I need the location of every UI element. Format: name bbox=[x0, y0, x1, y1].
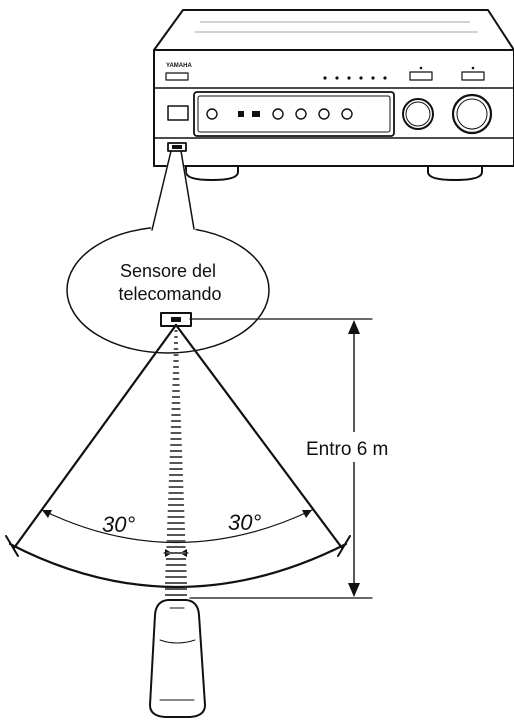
angle-label-left: 30° bbox=[102, 512, 135, 537]
ir-beam-dash bbox=[170, 438, 182, 440]
ir-beam-dash bbox=[171, 408, 181, 410]
ir-beam-dash bbox=[165, 582, 187, 584]
ir-beam-dash bbox=[166, 540, 186, 542]
ir-beam-dash bbox=[165, 558, 187, 560]
sensor-label-line2: telecomando bbox=[118, 284, 221, 304]
ir-beam-dash bbox=[170, 450, 182, 452]
ir-beam-dash bbox=[172, 396, 180, 398]
ir-beam-dash bbox=[174, 342, 178, 344]
ir-beam-dash bbox=[174, 330, 178, 332]
ir-beam-dash bbox=[169, 468, 183, 470]
ir-beam-dash bbox=[167, 522, 185, 524]
ir-beam-dash bbox=[165, 576, 187, 578]
distance-label: Entro 6 m bbox=[306, 439, 388, 460]
ir-beam-dash bbox=[172, 390, 180, 392]
ir-beam-dash bbox=[171, 402, 181, 404]
sensor-label-line1: Sensore del bbox=[120, 261, 216, 281]
input-button bbox=[167, 105, 189, 121]
receiver-foot-left bbox=[185, 165, 239, 181]
ir-beam-dash bbox=[173, 366, 179, 368]
ir-beam-dash bbox=[168, 486, 184, 488]
ir-beam-dash bbox=[169, 456, 183, 458]
ir-beam bbox=[165, 330, 187, 596]
power-button bbox=[165, 72, 189, 81]
top-button-left bbox=[409, 71, 433, 81]
ir-beam-dash bbox=[168, 498, 184, 500]
angle-arc bbox=[41, 509, 313, 544]
ir-beam-dash bbox=[165, 594, 187, 596]
top-button-right bbox=[461, 71, 485, 81]
ir-beam-dash bbox=[165, 588, 187, 590]
ir-beam-dash bbox=[173, 360, 179, 362]
ir-beam-dash bbox=[171, 414, 181, 416]
ir-beam-dash bbox=[173, 348, 179, 350]
ir-beam-dash bbox=[167, 510, 185, 512]
ir-beam-dash bbox=[170, 426, 182, 428]
receiver-foot-right bbox=[427, 165, 483, 181]
volume-knobs bbox=[402, 93, 493, 135]
reception-cone: 30° 30° bbox=[5, 323, 351, 596]
receiver-brand: YAMAHA bbox=[166, 63, 192, 69]
av-receiver: YAMAHA bbox=[153, 9, 514, 181]
angle-label-right: 30° bbox=[228, 510, 261, 535]
distance-indicator: Entro 6 m bbox=[189, 318, 400, 599]
ir-beam-dash bbox=[171, 420, 181, 422]
ir-beam-dash bbox=[174, 336, 178, 338]
panel-controls bbox=[206, 108, 353, 120]
ir-beam-dash bbox=[172, 372, 180, 374]
ir-beam-dash bbox=[169, 474, 183, 476]
indicator-dots bbox=[323, 76, 387, 80]
ir-beam-dash bbox=[169, 462, 183, 464]
ir-beam-dash bbox=[166, 534, 186, 536]
ir-beam-dash bbox=[173, 354, 179, 356]
ir-beam-dash bbox=[172, 378, 180, 380]
receiver-top-vents bbox=[195, 21, 478, 33]
receiver-sensor-window bbox=[167, 142, 187, 152]
ir-beam-dash bbox=[168, 480, 184, 482]
ir-beam-dash bbox=[168, 492, 184, 494]
ir-beam-dash bbox=[167, 516, 185, 518]
sensor-callout: Sensore del telecomando bbox=[66, 150, 270, 354]
ir-beam-dash bbox=[172, 384, 180, 386]
ir-beam-dash bbox=[165, 564, 187, 566]
display-window bbox=[193, 91, 395, 137]
ir-beam-dash bbox=[166, 546, 186, 548]
ir-beam-dash bbox=[167, 504, 185, 506]
ir-beam-dash bbox=[170, 432, 182, 434]
ir-beam-dash bbox=[167, 528, 185, 530]
ir-beam-dash bbox=[165, 570, 187, 572]
remote-control bbox=[149, 599, 206, 718]
ir-beam-dash bbox=[166, 552, 186, 554]
ir-beam-dash bbox=[170, 444, 182, 446]
